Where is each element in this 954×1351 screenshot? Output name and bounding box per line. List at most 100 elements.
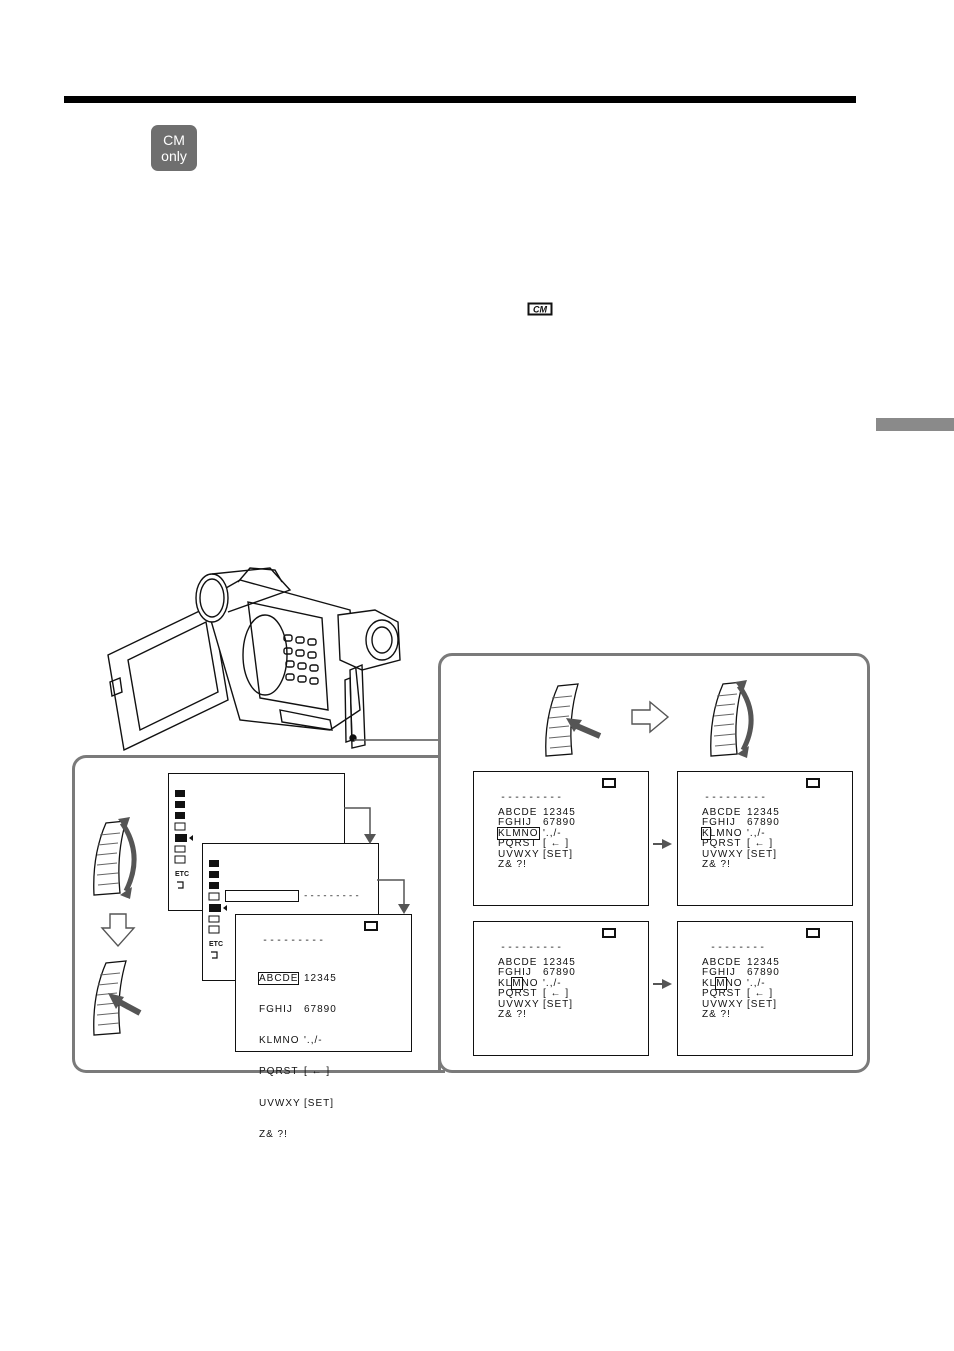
char-group[interactable]: UVWXY [259,1097,301,1109]
char-group[interactable]: KLMNO [701,826,743,840]
char-grid: ABCDE 12345 FGHIJ 67890 KLMNO '.,/- PQRST [ … [257,953,337,1161]
char-group[interactable]: KLMNO [259,1035,300,1047]
char-group[interactable]: [ ← ] [543,988,570,1000]
char-group[interactable]: [SET] [543,998,574,1010]
char-group[interactable]: PQRST [259,1066,299,1078]
char-group[interactable]: '.,/- [304,1035,323,1047]
char-group[interactable]: [SET] [747,998,778,1010]
down-arrow-icon [100,913,136,948]
char-group[interactable]: KLMNO [498,976,539,990]
char-group[interactable]: PQRST [498,988,538,1000]
char-group[interactable]: 12345 [543,807,576,818]
char-group[interactable]: Z& ?! [702,859,731,871]
char-group[interactable]: 67890 [747,817,780,829]
char-group[interactable]: ABCDE [702,807,742,818]
cm-memory-icon [602,928,616,938]
gray-arrow-icon [653,979,672,989]
cm-memory-icon [364,921,378,931]
char-group[interactable]: ABCDE [257,971,300,985]
char-group[interactable]: Z& ?! [498,859,527,871]
char-group[interactable]: PQRST [702,838,742,850]
gray-arrow-icon [653,839,672,849]
char-cursor: M [715,976,727,990]
cm-memory-icon [602,778,616,788]
right-arrow-icon [631,700,670,734]
char-group[interactable]: Z& ?! [259,1128,288,1140]
title-dashes: --------- [500,942,564,953]
char-cursor: M [511,976,523,990]
char-group[interactable]: 67890 [543,967,576,979]
camera-icon [107,567,401,752]
char-group[interactable]: FGHIJ [498,817,532,829]
gray-arrow-icon [344,807,410,914]
title-dashes: -------- [710,942,767,953]
panel-divider [438,740,441,1070]
char-group[interactable]: FGHIJ [259,1004,293,1016]
svg-text:ETC: ETC [209,941,223,948]
char-group[interactable]: 67890 [304,1004,337,1016]
section-rule [64,96,856,103]
badge-line2: only [161,148,187,164]
char-group[interactable]: 12345 [747,957,780,968]
char-group[interactable]: PQRST [498,838,538,850]
char-group[interactable]: [ ← ] [543,838,570,850]
menu-icon-column: ETC [208,860,227,959]
badge-line1: CM [163,132,185,148]
char-group[interactable]: '.,/- [747,827,766,839]
cm-only-badge: CM only [151,125,197,171]
char-group[interactable]: UVWXY [498,848,540,860]
char-group[interactable]: ABCDE [498,807,538,818]
char-group[interactable]: 12345 [543,957,576,968]
char-group[interactable]: FGHIJ [702,967,736,979]
jog-dial-icon [93,817,137,899]
char-group[interactable]: 12345 [304,972,337,984]
connector-line [354,739,440,741]
char-group[interactable]: ABCDE [498,957,538,968]
cm-memory-icon [806,778,820,788]
char-group[interactable]: UVWXY [498,998,540,1010]
char-group[interactable]: KLMNO [497,826,543,840]
char-group[interactable]: [ ← ] [747,988,774,1000]
char-group[interactable]: '.,/- [543,827,562,839]
char-group[interactable]: '.,/- [747,977,766,989]
char-group[interactable]: ABCDE [702,957,742,968]
char-group[interactable]: Z& ?! [498,1009,527,1021]
title-dashes: --------- [500,792,564,803]
char-group[interactable]: '.,/- [543,977,562,989]
jog-dial-icon [545,683,602,757]
char-group[interactable]: FGHIJ [498,967,532,979]
jog-dial-icon [93,960,142,1036]
title-dashes: --------- [704,792,768,803]
char-cursor: K [701,826,711,840]
menu-title-dashes: --------- [303,891,361,901]
char-cursor: KLMNO [497,826,540,840]
char-group[interactable]: 67890 [543,817,576,829]
char-group[interactable]: KLMNO [702,976,743,990]
char-group[interactable]: 67890 [747,967,780,979]
char-group[interactable]: UVWXY [702,848,744,860]
char-group[interactable]: UVWXY [702,998,744,1010]
char-group[interactable]: [SET] [747,848,778,860]
char-group[interactable]: FGHIJ [702,817,736,829]
char-group[interactable]: [SET] [304,1097,335,1109]
char-group[interactable]: [SET] [543,848,574,860]
title-entry-screen: --------- ABCDE 12345 FGHIJ 67890 KLMNO '.,… [235,914,412,1140]
svg-text:CM: CM [533,305,547,315]
cm-memory-icon [806,928,820,938]
char-group[interactable]: 12345 [747,807,780,818]
menu-icon-column: ETC [174,790,193,889]
title-dashes: --------- [262,935,326,946]
char-group[interactable]: [ ← ] [304,1066,331,1078]
char-group[interactable]: PQRST [702,988,742,1000]
jog-dial-icon [710,680,754,758]
char-group[interactable]: [ ← ] [747,838,774,850]
char-group[interactable]: Z& ?! [702,1009,731,1021]
